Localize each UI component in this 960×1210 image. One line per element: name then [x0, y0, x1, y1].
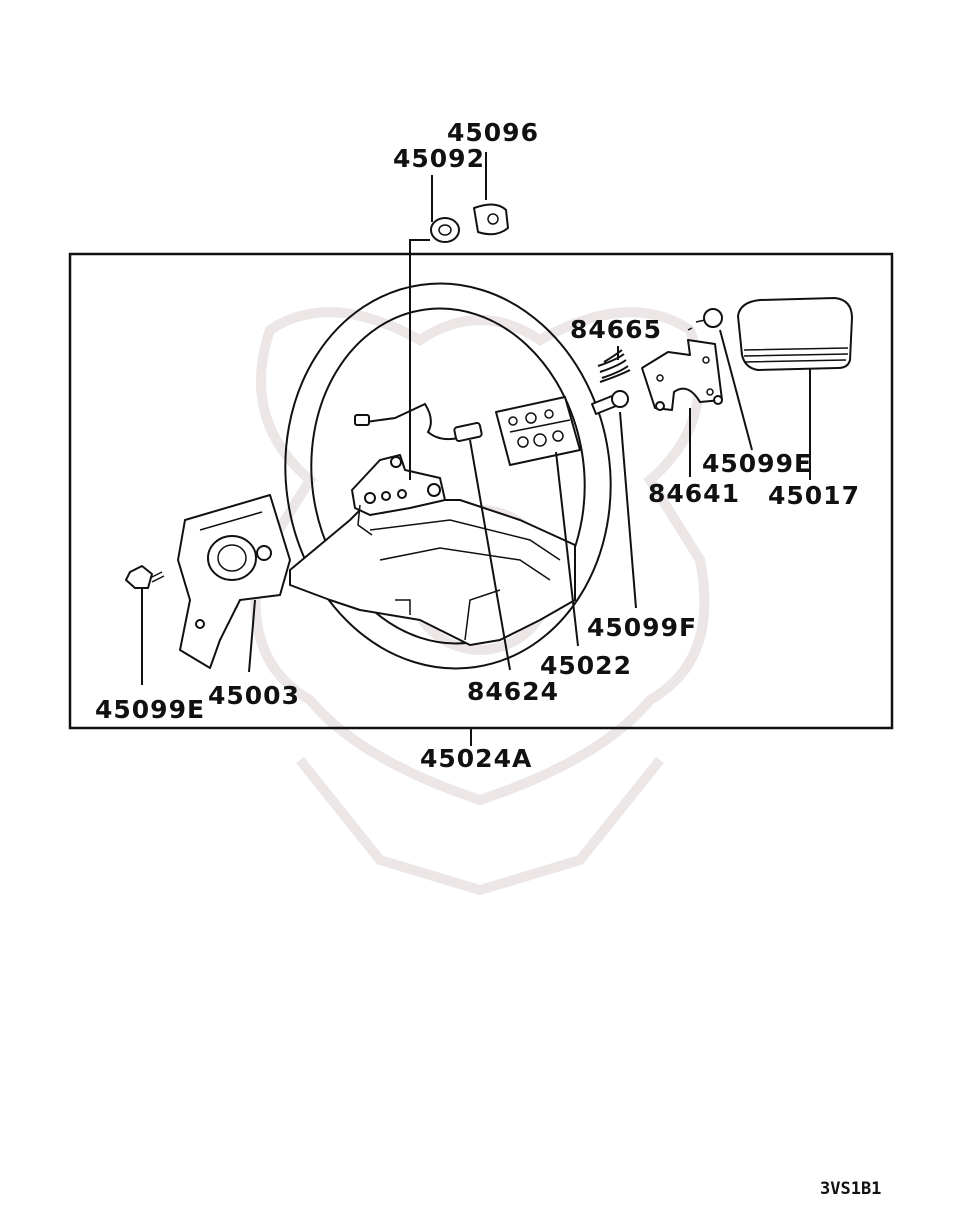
- wheel-spoke-frame: [289, 499, 576, 646]
- screw-45099e-right: [687, 308, 723, 331]
- pad-45017: [737, 297, 853, 371]
- label-45017: 45017: [768, 481, 860, 510]
- label-45096: 45096: [447, 118, 539, 147]
- nut-45096: [473, 203, 509, 236]
- label-45003: 45003: [208, 681, 300, 710]
- wire-harness-84624: [354, 402, 483, 442]
- horn-plate-45022: [495, 396, 581, 466]
- leader-lines: [141, 152, 811, 746]
- bracket-84641: [641, 339, 723, 411]
- label-45022: 45022: [540, 651, 632, 680]
- label-45024a: 45024A: [420, 744, 532, 773]
- drawing-code: 3VS1B1: [820, 1179, 881, 1199]
- label-45099e-left: 45099E: [95, 695, 205, 724]
- center-hub: [351, 454, 446, 536]
- label-84624: 84624: [467, 677, 559, 706]
- label-84641: 84641: [648, 479, 740, 508]
- bolt-45099f: [591, 390, 629, 415]
- screw-45099e-left: [125, 565, 165, 589]
- label-45099f: 45099F: [587, 613, 697, 642]
- assembly-box: [68, 252, 894, 730]
- part-labels: 45096 45092 84665 45099E 84641 45017 450…: [95, 118, 860, 773]
- washer-45092: [430, 217, 460, 243]
- label-45099e-right: 45099E: [702, 449, 812, 478]
- spring-84665: [597, 349, 631, 383]
- label-84665: 84665: [570, 315, 662, 344]
- label-45092: 45092: [393, 144, 485, 173]
- column-cover-45003: [177, 494, 291, 669]
